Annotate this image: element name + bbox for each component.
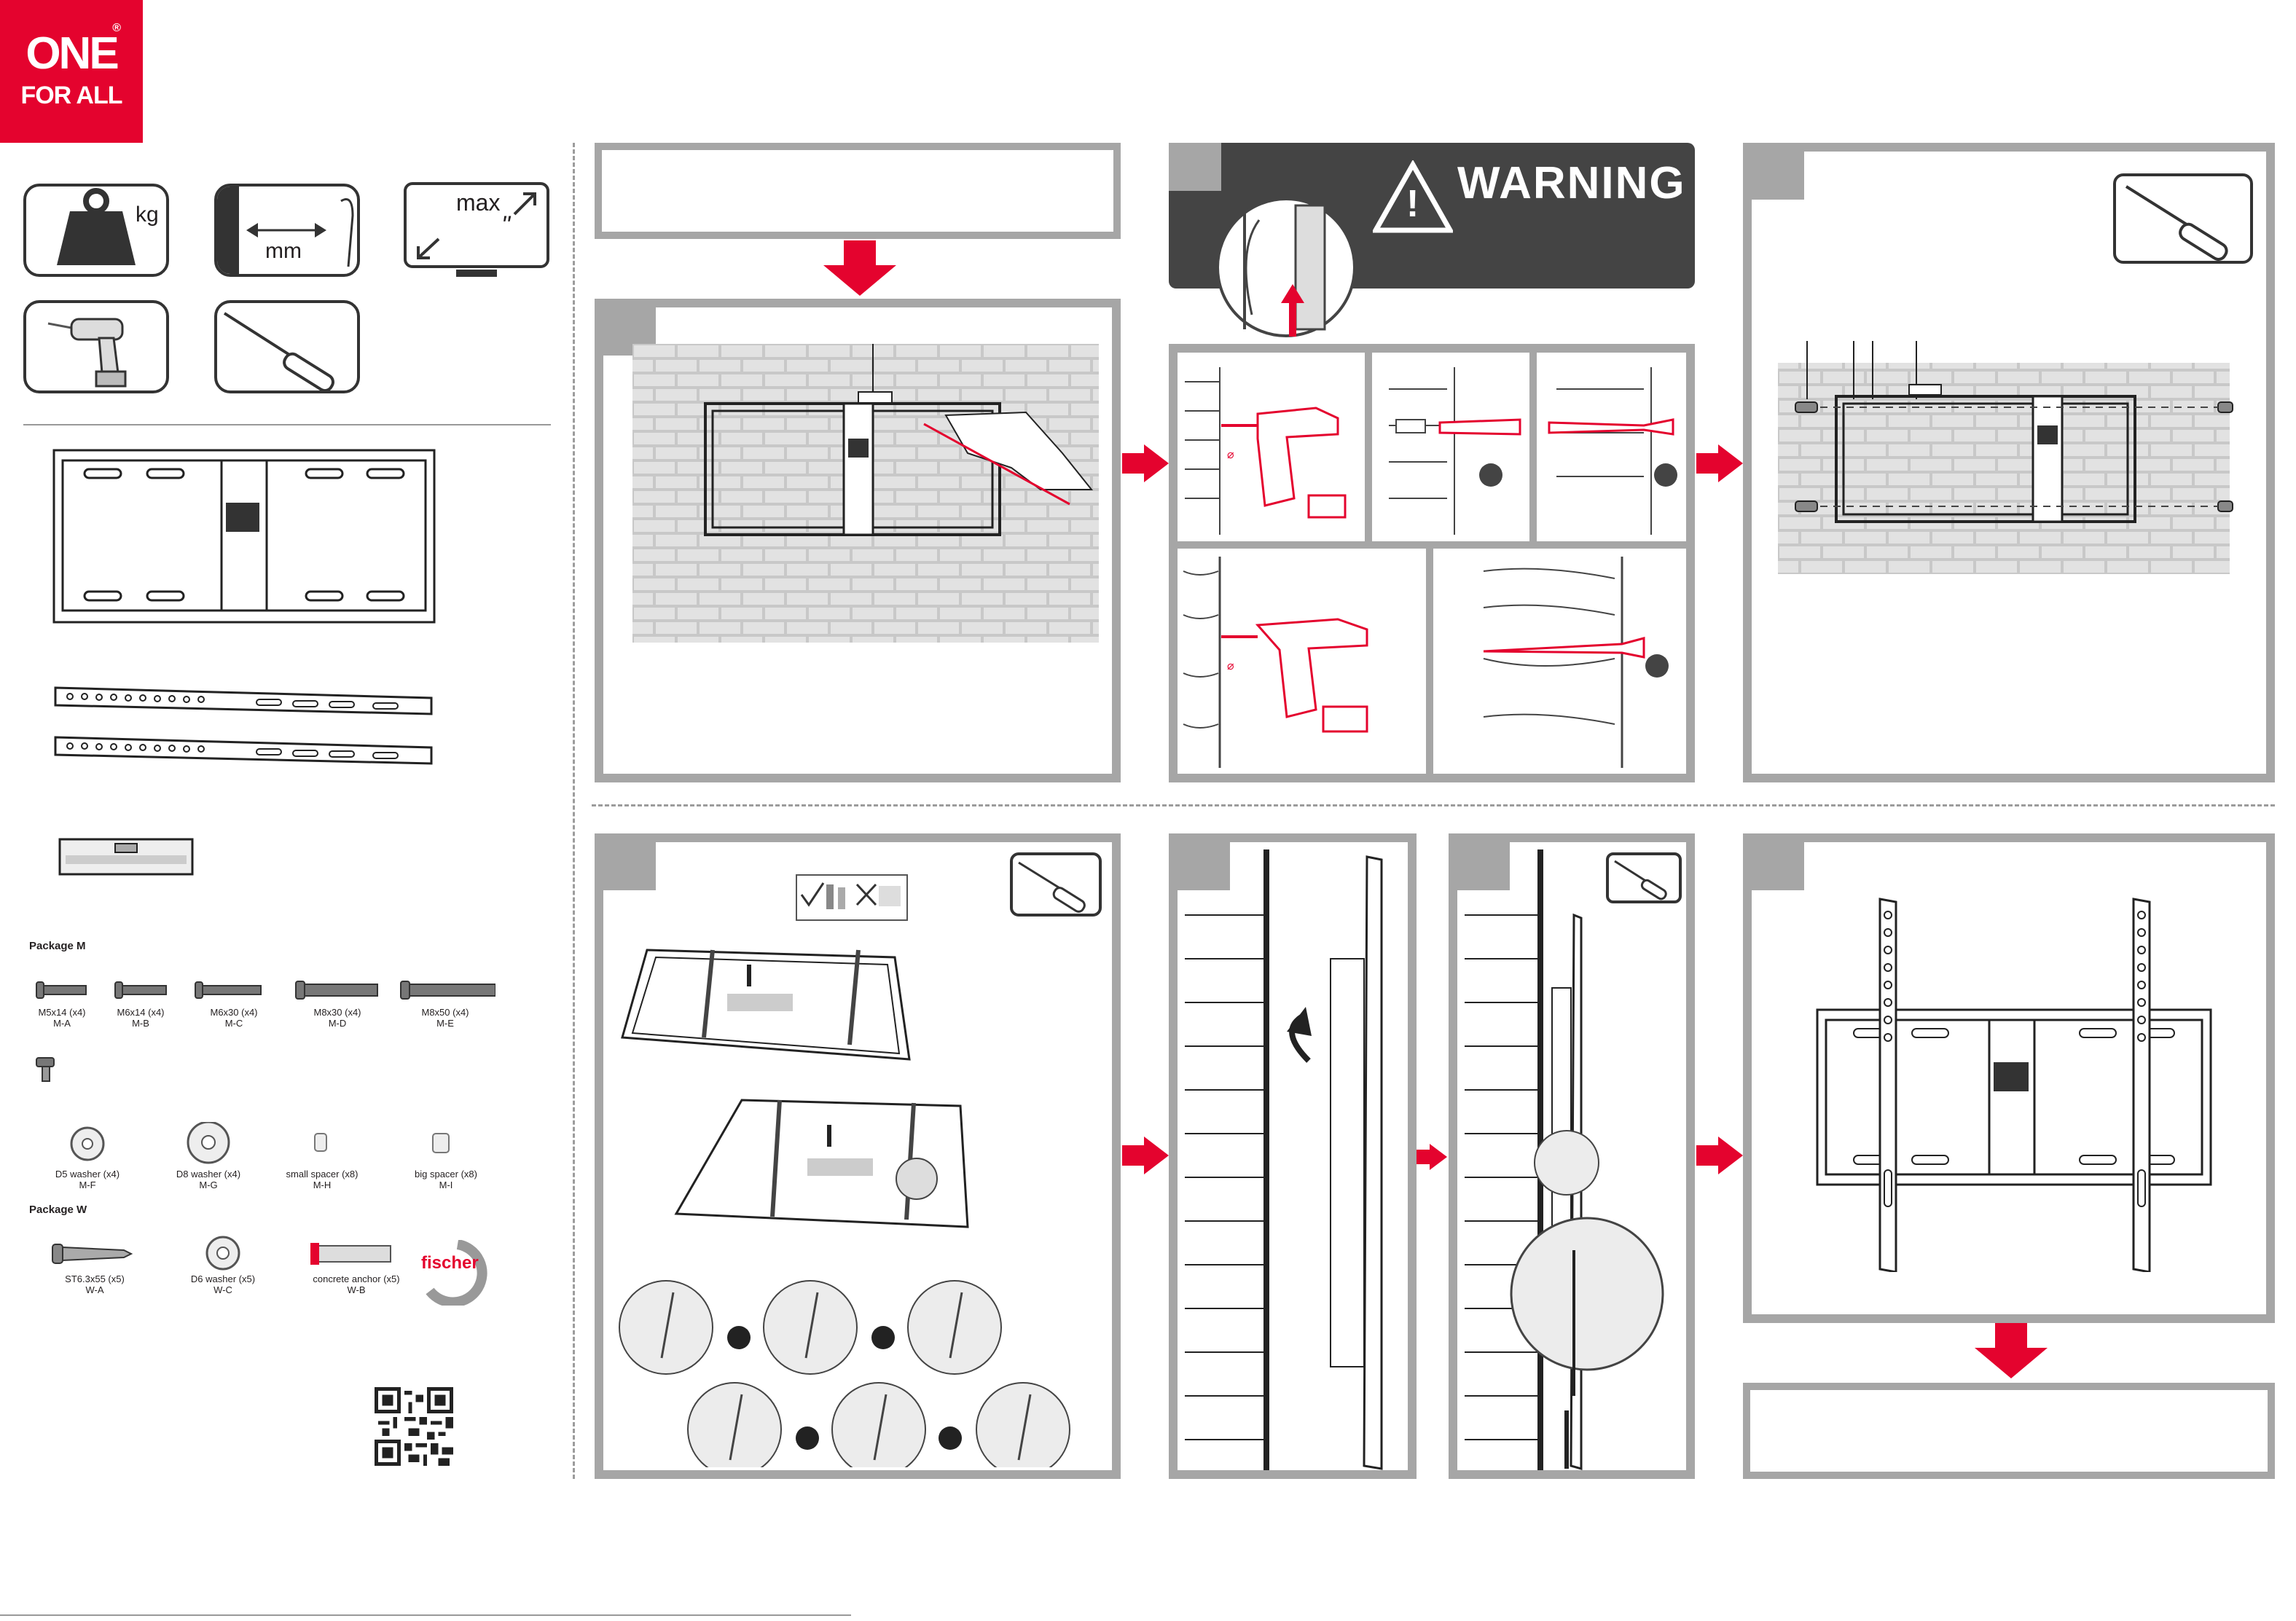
spirit-level-drawing (58, 838, 194, 876)
part-m-e-code: M-E (405, 1018, 485, 1029)
part-m-e-size: M8x50 (x4) (405, 1007, 485, 1018)
part-m-b-size: M6x14 (x4) (101, 1007, 181, 1018)
distance-unit: mm (265, 239, 302, 264)
logo-line1: ONE (0, 28, 143, 79)
cable-detail-circle (1215, 191, 1357, 344)
part-m-a-code: M-A (22, 1018, 102, 1029)
step3-screwdriver-icon (2113, 173, 2253, 264)
part-m-c: M6x30 (x4) M-C (194, 1007, 274, 1029)
part-m-d-size: M8x30 (x4) (297, 1007, 377, 1018)
logo-registered: ® (112, 22, 121, 35)
fischer-logo: fischer (417, 1240, 497, 1306)
package-m-washers (66, 1122, 503, 1166)
part-m-a: M5x14 (x4) M-A (22, 1007, 102, 1029)
part-m-f: D5 washer (x4) M-F (44, 1169, 131, 1190)
screen-size-icon: max " (404, 182, 549, 268)
left-divider (23, 424, 551, 425)
row-separator (592, 804, 2275, 806)
part-w-a-size: ST6.3x55 (x5) (51, 1273, 138, 1284)
drill-icon (23, 300, 169, 393)
screwdriver-icon (214, 300, 360, 393)
step6-panel (1449, 833, 1695, 1479)
part-m-b-code: M-B (101, 1018, 181, 1029)
part-m-f-code: M-F (44, 1180, 131, 1190)
drill-diameter-mark-2: ⌀ (1227, 659, 1234, 673)
step7-number-tab (1752, 842, 1804, 890)
step2-drilling-panel: ⌀ ⌀ (1169, 344, 1695, 782)
part-m-i: big spacer (x8) M-I (395, 1169, 497, 1190)
right-arrow-1 (1122, 444, 1169, 482)
final-text-box (1743, 1383, 2275, 1479)
part-m-g-size: D8 washer (x4) (165, 1169, 252, 1180)
part-w-a-code: W-A (51, 1284, 138, 1295)
step1-text-box (595, 143, 1121, 239)
package-m-title: Package M (29, 940, 86, 952)
part-w-a: ST6.3x55 (x5) W-A (51, 1273, 138, 1295)
step4-screwdriver-icon (1010, 852, 1102, 917)
part-w-b-code: W-B (302, 1284, 411, 1295)
right-arrow-4 (1417, 1144, 1447, 1170)
part-m-c-size: M6x30 (x4) (194, 1007, 274, 1018)
part-m-d-code: M-D (297, 1018, 377, 1029)
part-m-g: D8 washer (x4) M-G (165, 1169, 252, 1190)
part-m-i-code: M-I (395, 1180, 497, 1190)
down-arrow-2 (1975, 1323, 2048, 1378)
down-arrow-1 (823, 240, 896, 296)
part-w-b: concrete anchor (x5) W-B (302, 1273, 411, 1295)
part-w-c: D6 washer (x5) W-C (179, 1273, 267, 1295)
part-m-b: M6x14 (x4) M-B (101, 1007, 181, 1029)
right-arrow-5 (1696, 1137, 1743, 1174)
part-w-c-code: W-C (179, 1284, 267, 1295)
package-m-screws (29, 976, 495, 1005)
correct-wrong-legend (796, 874, 908, 921)
bottom-rule (0, 1614, 851, 1616)
part-m-d: M8x30 (x4) M-D (297, 1007, 377, 1029)
distance-spec-icon: mm (214, 184, 360, 277)
part-m-h-code: M-H (271, 1180, 373, 1190)
step3-panel (1743, 143, 2275, 782)
part-m-g-code: M-G (165, 1180, 252, 1190)
step4-number-tab (603, 842, 656, 890)
step2-number-tab (1169, 143, 1221, 191)
part-w-b-size: concrete anchor (x5) (302, 1273, 411, 1284)
part-m-h: small spacer (x8) M-H (271, 1169, 373, 1190)
wall-plate-drawing (52, 449, 436, 624)
part-w-c-size: D6 washer (x5) (179, 1273, 267, 1284)
step4-panel (595, 833, 1121, 1479)
vertical-arms-drawing (52, 685, 436, 766)
step7-panel (1743, 833, 2275, 1323)
column-separator (573, 143, 575, 1479)
warning-title: WARNING (1457, 157, 1686, 209)
step1-panel (595, 299, 1121, 782)
weight-spec-icon: kg (23, 184, 169, 277)
package-w-title: Package W (29, 1204, 87, 1216)
part-m-h-size: small spacer (x8) (271, 1169, 373, 1180)
brand-logo: ONE FOR ALL ® (0, 0, 143, 143)
screen-stand (456, 270, 497, 277)
drill-diameter-mark-1: ⌀ (1227, 447, 1234, 462)
right-arrow-3 (1122, 1137, 1169, 1174)
qr-code[interactable] (375, 1387, 453, 1466)
part-m-e: M8x50 (x4) M-E (405, 1007, 485, 1029)
warning-symbol: ! (1406, 182, 1419, 226)
part-m-i-size: big spacer (x8) (395, 1169, 497, 1180)
step5-panel (1169, 833, 1417, 1479)
step3-number-tab (1752, 152, 1804, 200)
warning-triangle-icon: ! (1373, 160, 1453, 233)
fischer-brand-text: fischer (421, 1253, 479, 1273)
part-m-c-code: M-C (194, 1018, 274, 1029)
weight-unit: kg (136, 203, 159, 227)
part-m-f-size: D5 washer (x4) (44, 1169, 131, 1180)
extra-bolt-icon (35, 1053, 64, 1083)
right-arrow-2 (1696, 444, 1743, 482)
part-m-a-size: M5x14 (x4) (22, 1007, 102, 1018)
logo-line2: FOR ALL (0, 82, 143, 110)
